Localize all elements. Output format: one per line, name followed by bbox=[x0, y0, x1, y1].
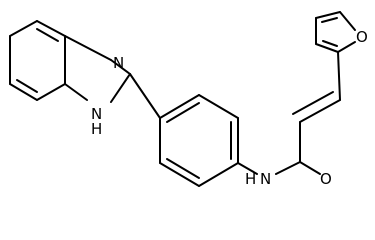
bond bbox=[110, 59, 131, 75]
atom-label-amide-n: N bbox=[260, 170, 271, 188]
bond bbox=[110, 73, 131, 103]
bond bbox=[337, 41, 356, 53]
phenylene-ring bbox=[159, 94, 239, 187]
bond bbox=[159, 162, 200, 187]
bond bbox=[159, 94, 200, 119]
bond bbox=[64, 35, 112, 61]
bond bbox=[275, 161, 301, 175]
benzimidazole-benzene-ring bbox=[9, 20, 66, 101]
bond-double-inner bbox=[292, 91, 334, 115]
bond bbox=[237, 162, 258, 175]
bond-double-inner bbox=[322, 40, 338, 47]
atom-label-carbonyl-o: O bbox=[320, 170, 332, 188]
bond bbox=[299, 99, 341, 123]
bond-double-inner bbox=[16, 79, 38, 93]
bond bbox=[9, 83, 38, 101]
bond bbox=[64, 83, 88, 101]
bond-double-inner bbox=[321, 17, 338, 23]
bond bbox=[129, 73, 161, 119]
bond bbox=[315, 43, 339, 53]
bond bbox=[9, 20, 38, 37]
atom-label-n1: N bbox=[91, 105, 102, 123]
bond bbox=[315, 11, 341, 19]
bond bbox=[36, 83, 66, 101]
atom-label-furan-o: O bbox=[356, 28, 368, 46]
bond bbox=[299, 161, 321, 175]
bond-double-inner bbox=[166, 158, 200, 179]
atom-label-n1-hydrogen: H bbox=[91, 120, 102, 138]
bond bbox=[339, 11, 356, 31]
furan-ring bbox=[315, 11, 356, 53]
bond bbox=[337, 51, 341, 101]
atom-label-amide-hydrogen: H bbox=[245, 170, 256, 188]
atom-label-n3: N bbox=[113, 54, 124, 72]
molecule-structure-drawing: N N H N H O O bbox=[9, 11, 368, 188]
bond-double-inner bbox=[36, 28, 59, 42]
bond bbox=[198, 162, 239, 187]
benzimidazole-imidazole-ring bbox=[64, 35, 131, 103]
bond-double-inner bbox=[166, 102, 200, 123]
bond bbox=[198, 94, 239, 119]
bond bbox=[36, 20, 66, 37]
